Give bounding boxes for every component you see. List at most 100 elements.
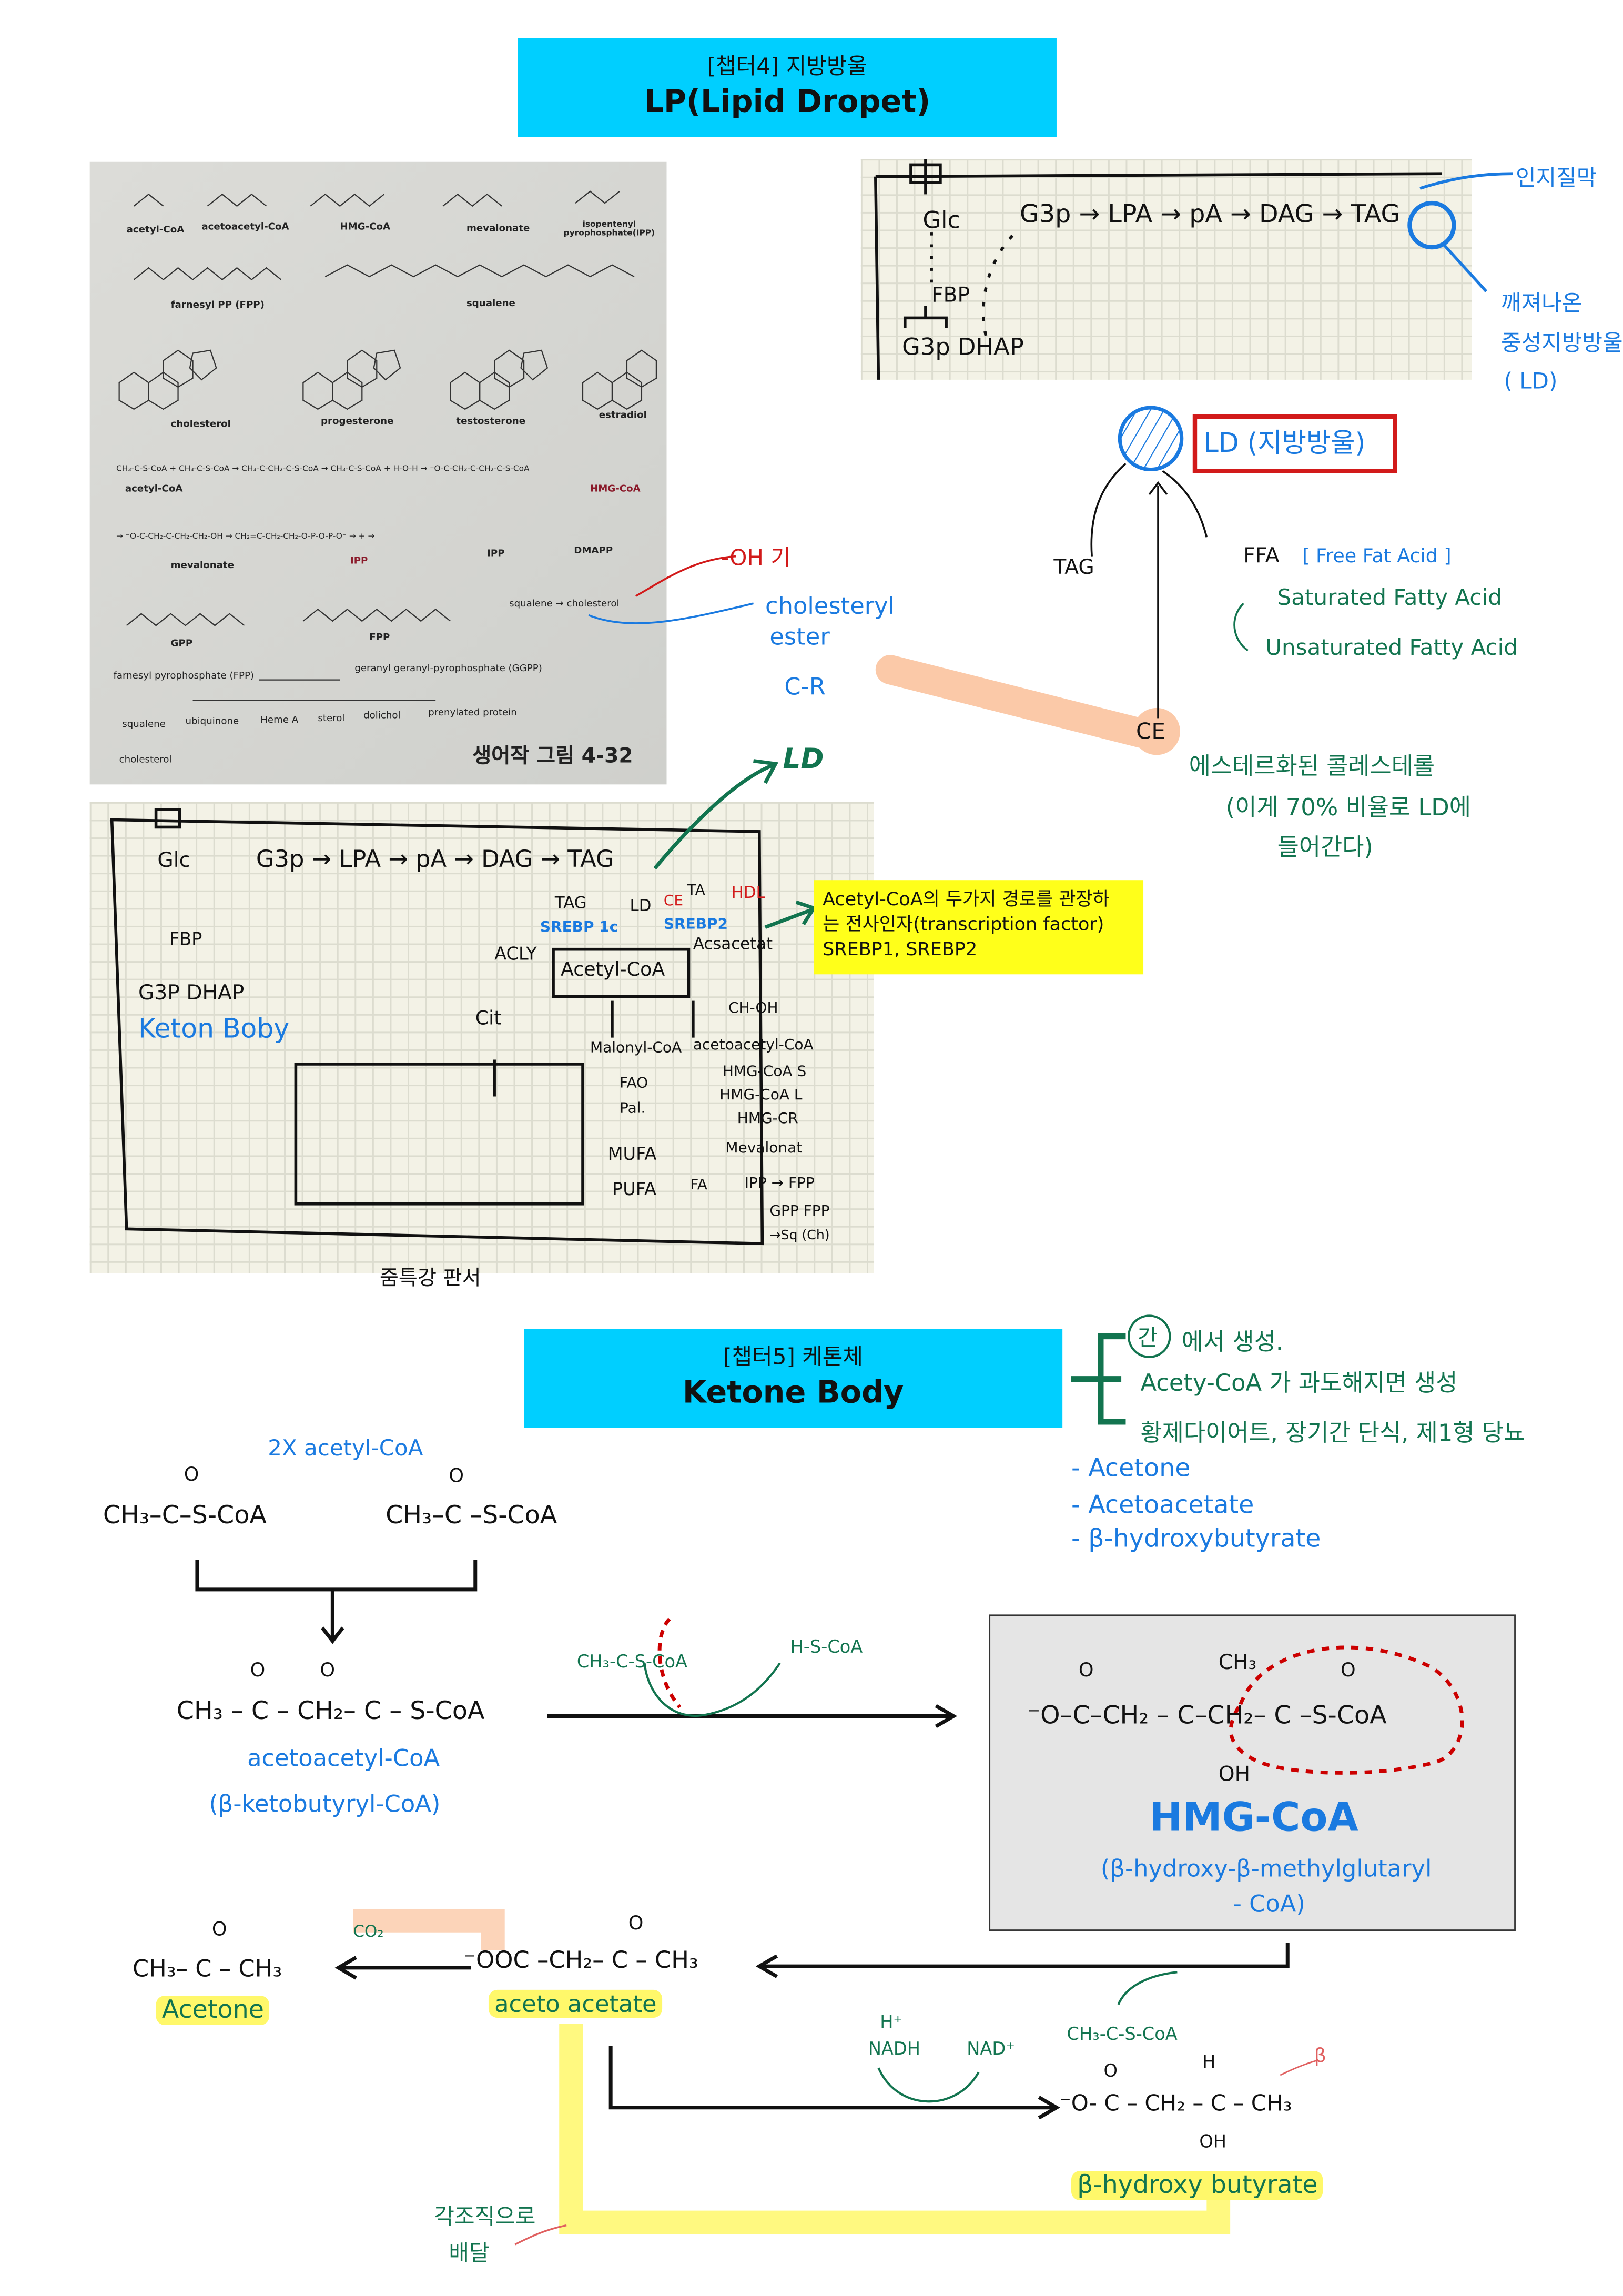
fig-label: DMAPP <box>574 544 613 557</box>
fig-label: acetyl-CoA <box>125 482 183 495</box>
nadh-label: NADH <box>868 2038 921 2059</box>
acetone-structure: CH₃– C – CH₃ <box>132 1954 282 1983</box>
fig-label: mevalonate <box>170 559 234 571</box>
h-plus-label: H⁺ <box>880 2011 903 2033</box>
board-text: TA <box>687 883 705 899</box>
board-text: SREBP2 <box>663 917 728 933</box>
fig-label: squalene <box>122 718 166 730</box>
carbonyl-o: O <box>1340 1660 1356 1683</box>
carbonyl-o: O <box>211 1919 227 1941</box>
board-text: Cit <box>475 1008 502 1030</box>
carbonyl-o: O <box>1078 1660 1094 1683</box>
board-text: IPP → FPP <box>744 1176 815 1192</box>
board-caption: 줌특강 판서 <box>379 1267 481 1291</box>
board-text: FAO <box>619 1076 648 1093</box>
fig-equation: → ⁻O-C-CH₂-C-CH₂-CH₂-OH → CH₂=C-CH₂-CH₂-… <box>116 532 375 542</box>
cholesteryl-note: ester <box>769 622 830 651</box>
ketone-note: Acety-CoA 가 과도해지면 생성 <box>1140 1369 1458 1397</box>
oh-note: -OH 기 <box>721 544 791 571</box>
tag-label: TAG <box>1053 556 1094 580</box>
bhb-top-label: CH₃-C-S-CoA <box>1067 2024 1178 2045</box>
fbp-label: FBP <box>931 284 970 308</box>
fig-label: cholesterol <box>170 418 231 430</box>
unsaturated-label: Unsaturated Fatty Acid <box>1265 634 1518 661</box>
board-text: PUFA <box>612 1179 656 1200</box>
hydroxyl-group: OH <box>1199 2131 1227 2152</box>
bhb-structure: ⁻O- C – CH₂ – C – CH₃ <box>1059 2090 1292 2117</box>
hmg-coa-full-name: (β-hydroxy-β-methylglutaryl <box>1100 1854 1432 1883</box>
fig-label: GPP <box>170 637 193 649</box>
carbonyl-o: O <box>449 1465 464 1488</box>
board-text: Acetyl-CoA <box>561 959 665 982</box>
board-text: FA <box>690 1177 707 1194</box>
board-text: Acsacetat <box>693 934 773 954</box>
fig-label: farnesyl PP (FPP) <box>170 298 265 311</box>
board-text: GPP FPP <box>769 1203 830 1220</box>
hydrogen-label: H <box>1202 2051 1216 2072</box>
hmg-coa-box: O CH₃ O ⁻O–C–CH₂ – C–CH₂– C –S-CoA OH HM… <box>989 1614 1516 1931</box>
acetyl-coa-structure: CH₃–C –S-CoA <box>386 1501 557 1531</box>
ffa-full-label: [ Free Fat Acid ] <box>1302 546 1452 569</box>
fig-label: testosterone <box>456 415 526 427</box>
ketone-list-item: - Acetone <box>1071 1454 1191 1484</box>
chapter5-header: [챕터5] 케톤체 Ketone Body <box>524 1329 1063 1428</box>
acetoacetate-name: aceto acetate <box>488 1989 663 2018</box>
callout-line: 는 전사인자(transcription factor) <box>823 912 1104 935</box>
ce-note: 들어간다) <box>1277 833 1373 861</box>
membrane-note: 인지질막 <box>1515 165 1597 191</box>
fig-label: squalene → cholesterol <box>509 597 620 610</box>
board-text: Keton Boby <box>138 1014 290 1045</box>
fig-label: HMG-CoA <box>590 482 641 495</box>
ld-green-label: LD <box>783 743 824 776</box>
board-text: CH-OH <box>728 1000 778 1017</box>
fig-label: progesterone <box>320 415 394 427</box>
board-text: Glc <box>157 849 191 873</box>
carbonyl-o: O <box>628 1913 644 1936</box>
board-text: HMG-CoA S <box>722 1064 807 1080</box>
ketone-list-item: - Acetoacetate <box>1071 1491 1254 1521</box>
board-text: G3p → LPA → pA → DAG → TAG <box>256 845 614 873</box>
thioester-highlight <box>1229 1645 1464 1775</box>
board-text: Mevalonat <box>725 1140 803 1157</box>
board-text: ACLY <box>494 943 537 964</box>
co2-label: CO₂ <box>353 1922 384 1941</box>
board-text: Malonyl-CoA <box>590 1040 682 1057</box>
fig-equation: CH₃-C-S-CoA + CH₃-C-S-CoA → CH₃-C-CH₂-C-… <box>116 465 530 474</box>
ketone-note: 에서 생성. <box>1181 1327 1284 1356</box>
board-text: HDL <box>731 883 765 903</box>
hmg-coa-name: HMG-CoA <box>1149 1795 1358 1842</box>
chapter5-title: Ketone Body <box>682 1374 904 1410</box>
carbonyl-o: O <box>1103 2060 1118 2081</box>
hmg-coa-structure: ⁻O–C–CH₂ – C–CH₂– C –S-CoA <box>1027 1701 1387 1731</box>
two-acetyl-label: 2X acetyl-CoA <box>268 1435 423 1462</box>
fig-label: squalene <box>466 297 515 309</box>
fig-label: farnesyl pyrophosphate (FPP) <box>113 670 255 682</box>
fig-label: geranyl geranyl-pyrophosphate (GGPP) <box>354 662 542 674</box>
textbook-figure-photo: acetyl-CoA acetoacetyl-CoA HMG-CoA meval… <box>89 161 667 785</box>
nad-label: NAD⁺ <box>967 2038 1015 2059</box>
sketch-lines <box>874 159 1456 380</box>
g3p-dhap-label: G3p DHAP <box>902 332 1024 361</box>
ld-note: ( LD) <box>1504 368 1558 395</box>
chapter4-title: LP(Lipid Dropet) <box>644 84 931 119</box>
fig-label: HMG-CoA <box>340 220 391 233</box>
chapter4-subtitle: [챕터4] 지방방울 <box>707 53 868 80</box>
board-text: FBP <box>169 928 202 949</box>
ketobutyryl-name: (β-ketobutyryl-CoA) <box>209 1789 441 1818</box>
structure-drawings <box>118 190 657 701</box>
hydroxyl-group: OH <box>1218 1763 1251 1787</box>
fig-label: acetoacetyl-CoA <box>201 220 289 233</box>
board-text: acetoacetyl-CoA <box>693 1037 814 1054</box>
acetoacetyl-coa-name: acetoacetyl-CoA <box>247 1744 440 1772</box>
hmg-coa-full-name: - CoA) <box>1233 1889 1305 1918</box>
fig-caption: 생어작 그림 4-32 <box>472 744 633 768</box>
fig-label: FPP <box>369 631 390 643</box>
board-text: LD <box>630 896 652 916</box>
carbonyl-o: O O <box>250 1660 335 1683</box>
cr-note: C-R <box>784 672 826 701</box>
fig-label: mevalonate <box>466 222 530 234</box>
top-sketch: Glc FBP G3p DHAP G3p → LPA → pA → DAG → … <box>860 159 1472 380</box>
